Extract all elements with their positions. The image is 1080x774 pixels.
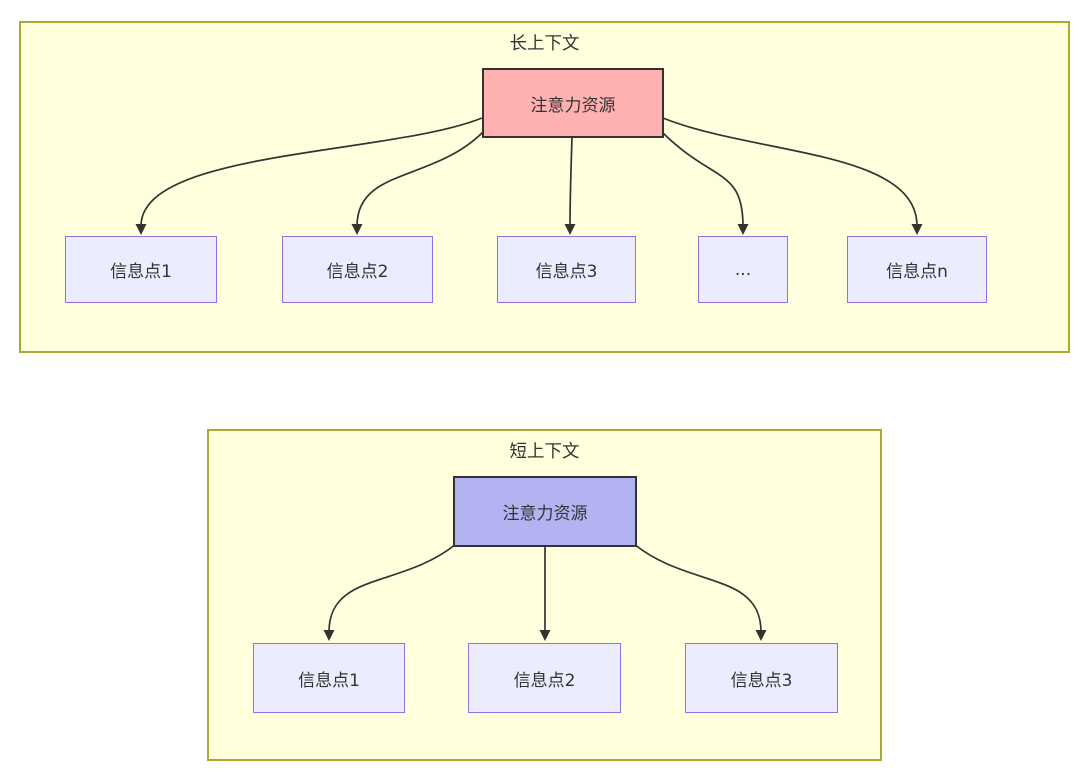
- short-info-node-2-label: 信息点2: [513, 670, 576, 691]
- short-info-node-1: 信息点1: [253, 643, 405, 713]
- long-info-node-2-label: 信息点2: [326, 262, 389, 282]
- long-info-node-1-label: 信息点1: [110, 262, 172, 282]
- long-info-node-1: 信息点1: [65, 236, 217, 303]
- long-info-node-ellipsis-label: ...: [734, 259, 752, 280]
- long-attention-resource-label: 注意力资源: [530, 95, 616, 116]
- short-info-node-3: 信息点3: [685, 643, 838, 713]
- short-context-title: 短上下文: [509, 442, 580, 462]
- long-info-node-3-label: 信息点3: [535, 262, 598, 282]
- short-info-node-1-label: 信息点1: [298, 670, 360, 691]
- long-attention-resource-node: 注意力资源: [482, 68, 664, 138]
- long-info-node-n: 信息点n: [847, 236, 987, 303]
- short-attention-resource-node: 注意力资源: [453, 476, 637, 547]
- long-info-node-n-label: 信息点n: [886, 262, 948, 282]
- long-info-node-2: 信息点2: [282, 236, 433, 303]
- long-context-title: 长上下文: [509, 34, 580, 54]
- long-info-node-3: 信息点3: [497, 236, 636, 303]
- long-info-node-ellipsis: ...: [698, 236, 788, 303]
- short-info-node-2: 信息点2: [468, 643, 621, 713]
- short-info-node-3-label: 信息点3: [730, 670, 793, 691]
- short-attention-resource-label: 注意力资源: [502, 504, 588, 524]
